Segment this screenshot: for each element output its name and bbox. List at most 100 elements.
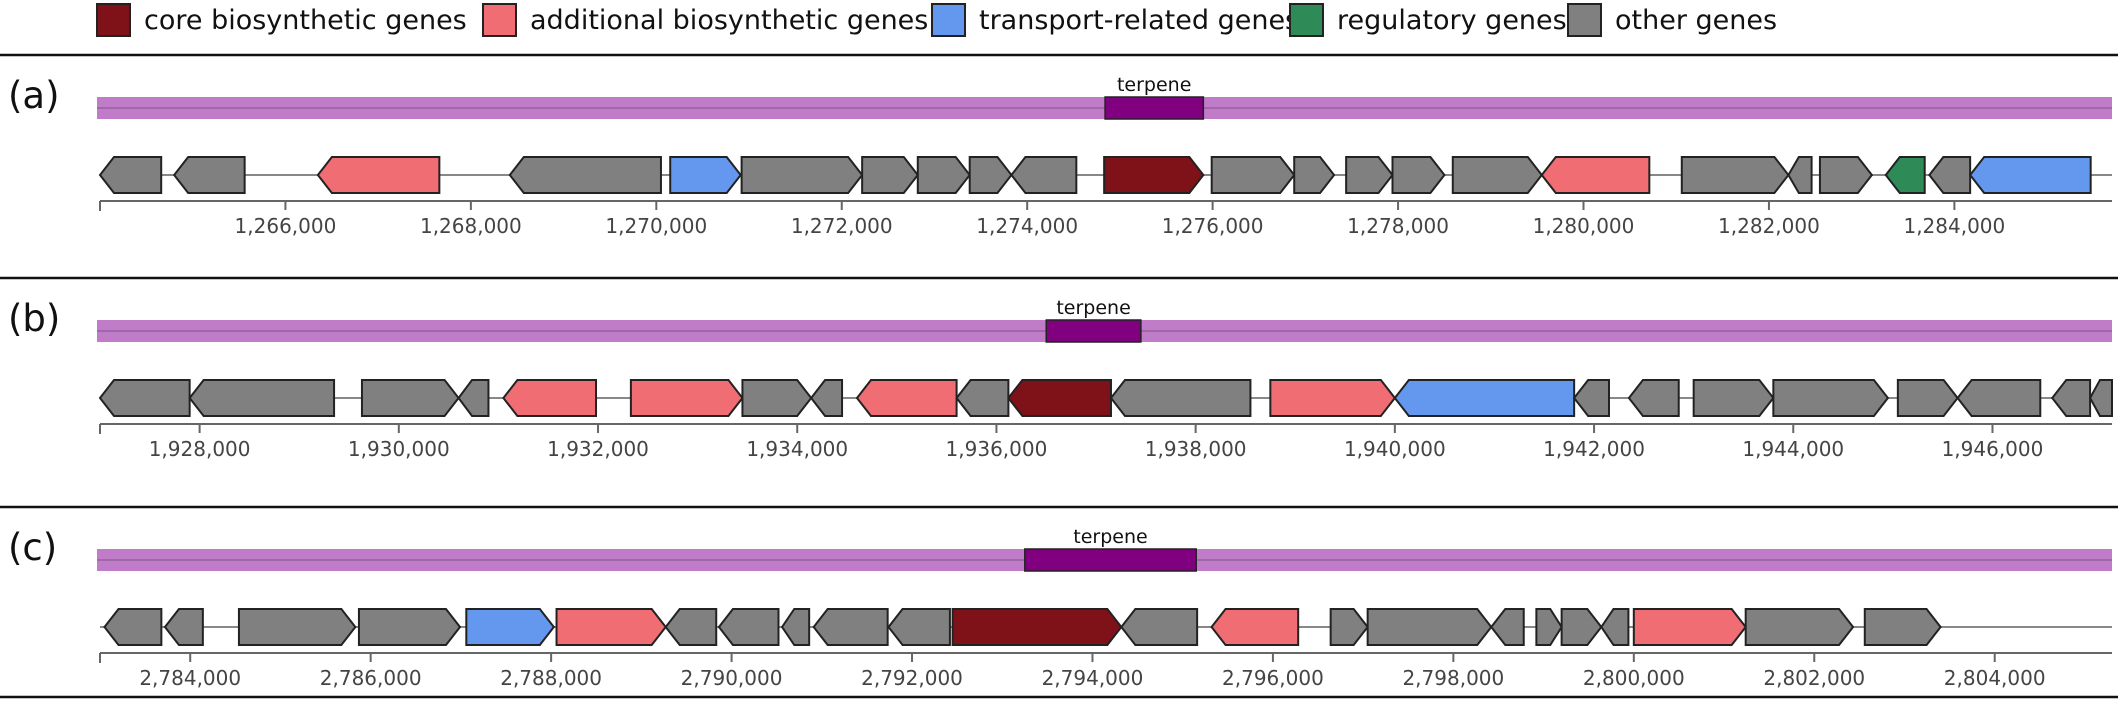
gene-arrow-other[interactable] (812, 608, 889, 646)
gene-arrow-other[interactable] (1451, 156, 1544, 194)
gene-arrow-transport[interactable] (1968, 156, 2092, 194)
gene-arrow-other[interactable] (1863, 608, 1942, 646)
tick-label: 1,940,000 (1344, 437, 1446, 461)
gene-arrow-other[interactable] (955, 379, 1010, 417)
tick-label: 1,946,000 (1942, 437, 2044, 461)
tick-label: 2,786,000 (320, 666, 422, 690)
gene-arrow-transport[interactable] (1393, 379, 1576, 417)
gene-arrow-other[interactable] (1109, 379, 1252, 417)
gene-arrow-core[interactable] (1007, 379, 1112, 417)
tick-label: 1,282,000 (1718, 214, 1820, 238)
panel-label: (a) (8, 74, 60, 117)
gene-arrow-other[interactable] (717, 608, 780, 646)
gene-arrow-other[interactable] (1489, 608, 1525, 646)
gene-arrow-other[interactable] (1210, 156, 1296, 194)
legend-swatch-regulatory (1289, 3, 1324, 37)
tick-label: 1,930,000 (348, 437, 450, 461)
gene-arrow-additional[interactable] (1269, 379, 1397, 417)
tick-label: 1,942,000 (1543, 437, 1645, 461)
legend-item-regulatory: regulatory genes (1289, 3, 1567, 37)
region-label: terpene (1073, 526, 1147, 548)
tick-label: 2,796,000 (1222, 666, 1324, 690)
gene-arrow-other[interactable] (188, 379, 336, 417)
gene-arrow-other[interactable] (172, 156, 246, 194)
gene-arrow-other[interactable] (2050, 379, 2092, 417)
gene-arrow-other[interactable] (1692, 379, 1775, 417)
gene-arrow-other[interactable] (1345, 156, 1394, 194)
legend-swatch-other (1567, 3, 1602, 37)
gene-arrow-other[interactable] (508, 156, 662, 194)
gene-arrow-other[interactable] (1818, 156, 1874, 194)
gene-arrow-other[interactable] (968, 156, 1013, 194)
gene-arrow-other[interactable] (1680, 156, 1790, 194)
gene-arrow-other[interactable] (1329, 608, 1369, 646)
gene-arrow-other[interactable] (1627, 379, 1680, 417)
gene-arrow-other[interactable] (1010, 156, 1078, 194)
gene-arrow-additional[interactable] (1632, 608, 1747, 646)
gene-arrow-other[interactable] (1744, 608, 1855, 646)
tick-label: 1,270,000 (605, 214, 707, 238)
gene-arrow-other[interactable] (1772, 379, 1890, 417)
panel-label: (c) (8, 526, 57, 569)
tick-label: 2,788,000 (500, 666, 602, 690)
gene-arrow-other[interactable] (861, 156, 920, 194)
gene-arrow-other[interactable] (1572, 379, 1610, 417)
gene-arrow-other[interactable] (887, 608, 951, 646)
tick-label: 2,790,000 (681, 666, 783, 690)
gene-arrow-core[interactable] (951, 608, 1123, 646)
gene-arrow-other[interactable] (1535, 608, 1563, 646)
legend-label-regulatory: regulatory genes (1337, 5, 1567, 36)
gene-arrow-additional[interactable] (316, 156, 441, 194)
region-label: terpene (1056, 297, 1130, 319)
gene-arrow-other[interactable] (103, 608, 163, 646)
tick-label: 1,934,000 (746, 437, 848, 461)
gene-arrow-other[interactable] (809, 379, 844, 417)
gene-arrow-other[interactable] (98, 156, 163, 194)
gene-arrow-transport[interactable] (669, 156, 742, 194)
gene-arrow-regulatory[interactable] (1884, 156, 1926, 194)
gene-arrow-additional[interactable] (1210, 608, 1300, 646)
gene-arrow-other[interactable] (1928, 156, 1972, 194)
gene-arrow-other[interactable] (2088, 379, 2113, 417)
gene-arrow-transport[interactable] (465, 608, 556, 646)
tick-label: 1,280,000 (1533, 214, 1635, 238)
gene-arrow-additional[interactable] (1540, 156, 1651, 194)
gene-arrow-other[interactable] (360, 379, 460, 417)
legend-item-core: core biosynthetic genes (96, 3, 467, 37)
gene-arrow-other[interactable] (357, 608, 462, 646)
gene-arrow-other[interactable] (1560, 608, 1603, 646)
gene-arrow-other[interactable] (457, 379, 490, 417)
legend-swatch-additional (482, 3, 517, 37)
tick-label: 2,794,000 (1042, 666, 1144, 690)
legend-item-other: other genes (1567, 3, 1777, 37)
tick-label: 1,944,000 (1742, 437, 1844, 461)
gene-arrow-additional[interactable] (555, 608, 667, 646)
gene-arrow-other[interactable] (1366, 608, 1493, 646)
legend-label-core: core biosynthetic genes (144, 5, 467, 36)
gene-arrow-other[interactable] (1293, 156, 1336, 194)
gene-arrow-other[interactable] (916, 156, 971, 194)
gene-arrow-additional[interactable] (629, 379, 744, 417)
gene-arrow-other[interactable] (98, 379, 191, 417)
gene-arrow-other[interactable] (740, 156, 864, 194)
legend-swatch-transport (931, 3, 966, 37)
gene-arrow-other[interactable] (1391, 156, 1446, 194)
gene-arrow-other[interactable] (237, 608, 357, 646)
gene-arrow-other[interactable] (664, 608, 718, 646)
gene-arrow-other[interactable] (163, 608, 204, 646)
gene-arrow-other[interactable] (780, 608, 811, 646)
gene-arrow-additional[interactable] (502, 379, 598, 417)
gene-arrow-other[interactable] (1956, 379, 2042, 417)
terpene-region-box (1104, 96, 1205, 120)
gene-arrow-other[interactable] (1120, 608, 1199, 646)
gene-arrow-other[interactable] (1600, 608, 1630, 646)
gene-arrow-core[interactable] (1103, 156, 1205, 194)
gene-arrow-additional[interactable] (855, 379, 958, 417)
gene-arrow-other[interactable] (1787, 156, 1813, 194)
gene-arrow-other[interactable] (741, 379, 813, 417)
gene-arrow-other[interactable] (1896, 379, 1959, 417)
tick-label: 2,802,000 (1763, 666, 1865, 690)
